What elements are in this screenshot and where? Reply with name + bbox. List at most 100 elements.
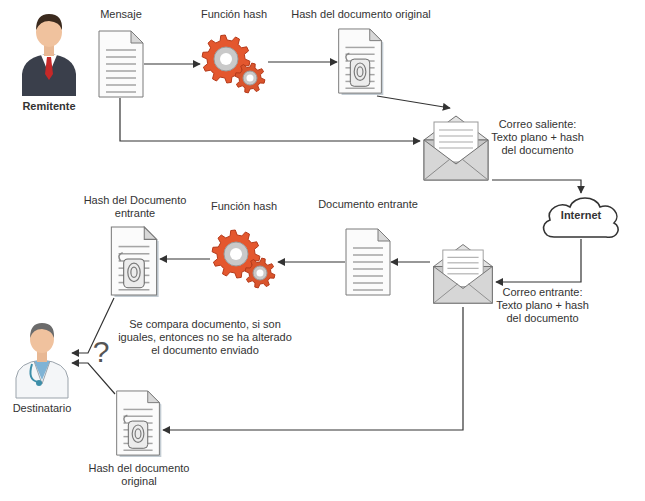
letter-line	[447, 257, 478, 258]
node-label: Documento entrante	[308, 198, 428, 211]
page-line	[106, 77, 136, 79]
letter-line	[447, 268, 478, 269]
node-label: Función hash	[174, 8, 294, 21]
letter-line	[439, 129, 473, 130]
flow-arrow	[391, 261, 430, 262]
mail-envelope: Correo entrante: Texto plano + hash del …	[430, 237, 496, 307]
letter-line	[447, 262, 478, 263]
letter-line	[439, 141, 473, 142]
flow-arrow	[492, 180, 581, 193]
env-icon	[420, 108, 492, 184]
gear-hub	[253, 266, 267, 280]
page-line	[345, 53, 374, 54]
page-line	[123, 409, 152, 410]
hash-document: Hash del Documento entrante	[110, 226, 160, 298]
recipient-figure: Destinatario	[12, 318, 72, 398]
gear-hole	[220, 53, 232, 65]
node-label: Hash del documento original	[281, 8, 441, 21]
hair	[36, 14, 62, 30]
node-label: Función hash	[184, 200, 304, 213]
page-line	[106, 49, 136, 51]
flow-arrow	[496, 239, 581, 282]
flow-arrow	[268, 61, 337, 62]
fingerprint-pad	[350, 59, 369, 86]
hash-document: Hash del documento original	[337, 28, 385, 96]
hashdoc-icon	[115, 390, 163, 458]
page-fold	[370, 29, 382, 41]
page-line	[353, 247, 383, 249]
page-line	[106, 91, 136, 93]
stethoscope	[30, 364, 38, 382]
hash-gear: Función hash	[200, 33, 268, 95]
page-line	[123, 416, 152, 417]
gear-icon	[200, 33, 268, 95]
clip-mark	[124, 415, 127, 423]
fingerprint-pad	[124, 259, 145, 288]
stethoscope-head	[36, 380, 42, 386]
page-sheet	[111, 227, 156, 295]
page-line	[119, 253, 150, 255]
page-line	[345, 88, 374, 89]
fingerprint-ring	[357, 67, 363, 77]
lab-coat	[16, 360, 68, 398]
doc-icon	[345, 228, 391, 296]
gear-small	[235, 63, 265, 93]
page-line	[123, 450, 152, 451]
gear-hole	[257, 270, 264, 277]
node-label: Destinatario	[2, 402, 82, 415]
clip-mark	[119, 253, 123, 261]
fingerprint-ring	[132, 425, 144, 442]
envelope-front	[424, 140, 488, 180]
flow-arrow	[160, 258, 210, 259]
page-sheet	[117, 391, 160, 455]
letter-line	[447, 273, 478, 274]
sender-figure: Remitente	[18, 8, 80, 96]
doc-icon	[98, 30, 144, 98]
gear-icon	[210, 228, 278, 290]
page-line	[353, 268, 383, 270]
fingerprint-ring	[131, 267, 137, 277]
page-line	[106, 63, 136, 65]
shirt	[34, 361, 50, 380]
fingerprint-ring	[135, 429, 141, 439]
flow-arrow	[72, 298, 114, 353]
gear-small	[245, 258, 275, 288]
node-label: Correo saliente: Texto plano + hash del …	[490, 118, 585, 157]
document-icon: Mensaje	[98, 30, 144, 98]
doctor-icon	[12, 318, 72, 398]
flow-arrow	[163, 307, 463, 430]
page-line	[345, 47, 374, 48]
envelope-front	[434, 267, 493, 304]
page-line	[119, 246, 150, 248]
flow-arrow	[72, 363, 115, 394]
clip-mark	[346, 53, 349, 61]
connector-group	[72, 62, 581, 430]
page-line	[353, 275, 383, 277]
page-line	[353, 282, 383, 284]
page-line	[106, 84, 136, 86]
fingerprint-ring	[128, 263, 140, 282]
fingerprint-ring	[354, 63, 366, 80]
page-sheet	[339, 29, 382, 93]
envelope-fold	[424, 159, 488, 180]
tie	[45, 57, 53, 80]
document-icon: Documento entrante	[345, 228, 391, 296]
flow-arrow	[278, 261, 345, 262]
gear-hub	[243, 71, 257, 85]
hair	[30, 323, 54, 338]
page-line	[353, 289, 383, 291]
envelope-fold	[434, 284, 493, 303]
page-line	[106, 56, 136, 58]
page-line	[353, 254, 383, 256]
node-label: Internet	[540, 209, 622, 222]
page-fold	[378, 229, 390, 241]
node-label: Hash del documento original	[87, 462, 191, 488]
env-icon	[430, 237, 496, 307]
flow-arrow	[377, 96, 450, 108]
lapel	[34, 361, 50, 384]
network-cloud: Internet	[540, 193, 622, 239]
page-fold	[131, 31, 143, 43]
